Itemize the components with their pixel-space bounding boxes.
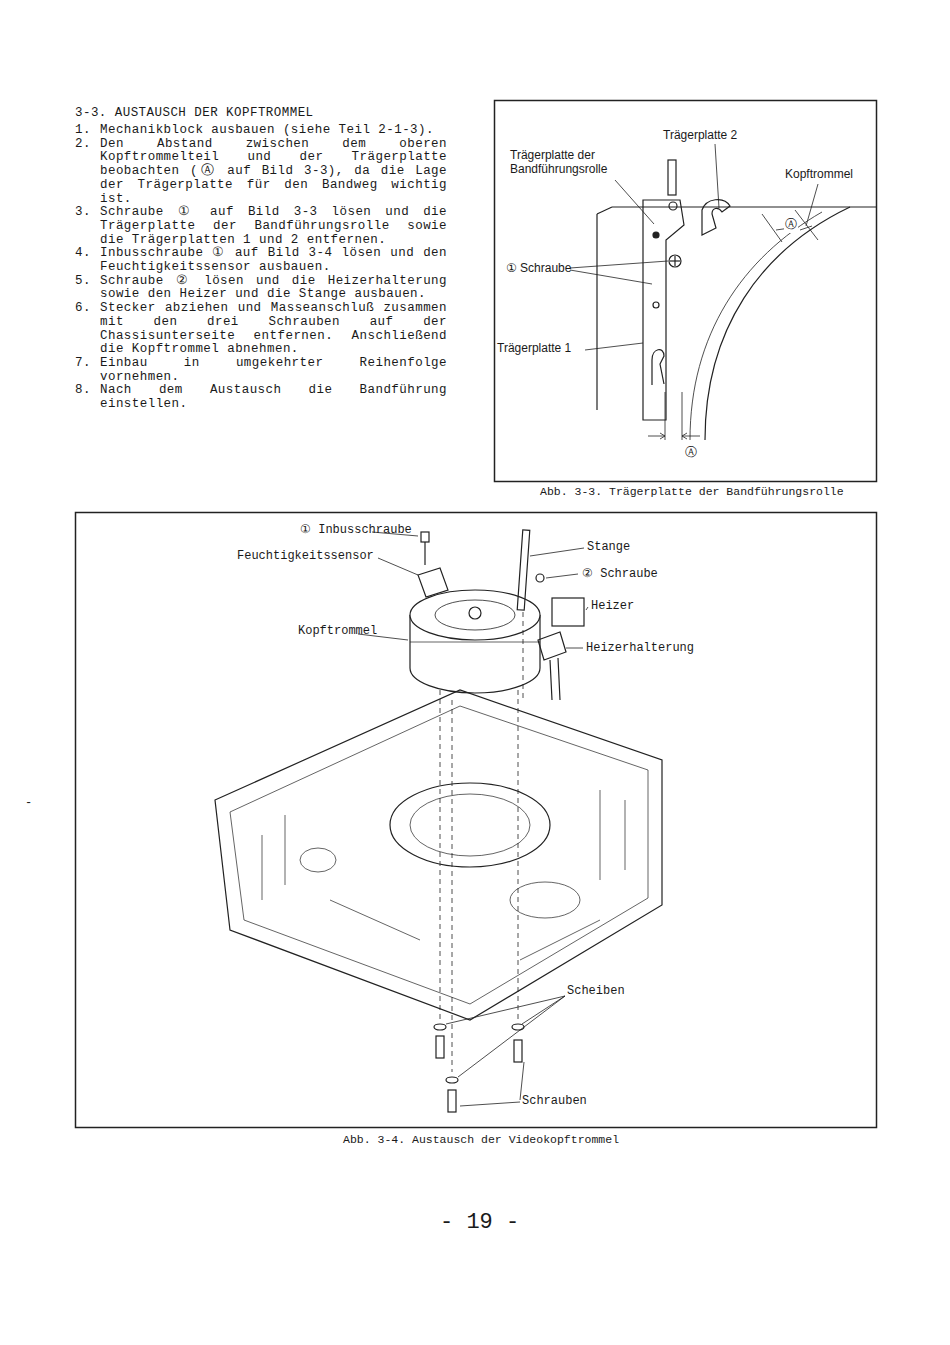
- drum-drawing: [410, 530, 584, 700]
- part-label: ① Inbusschraube: [300, 522, 412, 537]
- step-text: Mechanikblock ausbauen (siehe Teil 2-1-3…: [100, 124, 447, 138]
- part-label: Kopftrommel: [298, 624, 377, 638]
- dimension-label: Ⓐ: [684, 444, 698, 461]
- figure-frame: [495, 101, 877, 482]
- figure-caption: Abb. 3-4. Austausch der Videokopftrommel: [343, 1133, 619, 1146]
- step-text: Stecker abziehen und Masseanschluß zusam…: [100, 302, 447, 357]
- instruction-list: 1.Mechanikblock ausbauen (siehe Teil 2-1…: [75, 124, 447, 412]
- step-row: 8.Nach dem Austausch die Bandführung ein…: [75, 384, 447, 411]
- part-label: Trägerplatte 2: [663, 128, 737, 142]
- part-label: Stange: [587, 540, 630, 554]
- part-label: ① Schraube: [506, 261, 571, 275]
- step-text: Den Abstand zwischen dem oberen Kopftrom…: [100, 138, 447, 207]
- part-label: Schrauben: [522, 1094, 587, 1108]
- step-number: 7.: [75, 357, 100, 384]
- step-text: Einbau in umgekehrter Reihenfolge vorneh…: [100, 357, 447, 384]
- dashed-guides: [440, 612, 523, 1072]
- step-number: 2.: [75, 138, 100, 207]
- step-number: 8.: [75, 384, 100, 411]
- part-label: ② Schraube: [582, 566, 658, 581]
- step-number: 1.: [75, 124, 100, 138]
- part-label: Heizerhalterung: [586, 641, 694, 655]
- dimension-label: Ⓐ: [784, 216, 798, 233]
- step-row: 5.Schraube ② lösen und die Heizerhalteru…: [75, 275, 447, 302]
- figure-caption: Abb. 3-3. Trägerplatte der Bandführungsr…: [540, 485, 844, 498]
- margin-mark: -: [25, 796, 32, 810]
- part-label: Scheiben: [567, 984, 625, 998]
- part-label: Feuchtigkeitssensor: [237, 549, 374, 563]
- part-label: Trägerplatte 1: [497, 341, 571, 355]
- step-row: 1.Mechanikblock ausbauen (siehe Teil 2-1…: [75, 124, 447, 138]
- part-label: Heizer: [591, 599, 634, 613]
- step-number: 6.: [75, 302, 100, 357]
- part-label: Kopftrommel: [785, 167, 853, 181]
- step-row: 6.Stecker abziehen und Masseanschluß zus…: [75, 302, 447, 357]
- step-text: Nach dem Austausch die Bandführung einst…: [100, 384, 447, 411]
- leader-lines: [358, 532, 588, 1106]
- step-row: 7.Einbau in umgekehrter Reihenfolge vorn…: [75, 357, 447, 384]
- step-row: 2.Den Abstand zwischen dem oberen Kopftr…: [75, 138, 447, 207]
- step-number: 3.: [75, 206, 100, 247]
- step-text: Inbusschraube ① auf Bild 3-4 lösen und d…: [100, 247, 447, 274]
- step-text: Schraube ② lösen und die Heizerhalterung…: [100, 275, 447, 302]
- step-row: 4.Inbusschraube ① auf Bild 3-4 lösen und…: [75, 247, 447, 274]
- step-number: 5.: [75, 275, 100, 302]
- step-text: Schraube ① auf Bild 3-3 lösen und die Tr…: [100, 206, 447, 247]
- part-label: Trägerplatte der Bandführungsrolle: [510, 148, 622, 176]
- page-number: - 19 -: [440, 1210, 519, 1235]
- carrier-plate-drawing: [597, 160, 876, 440]
- chassis-drawing: [215, 690, 662, 1020]
- section-title: 3-3. AUSTAUSCH DER KOPFTROMMEL: [75, 106, 314, 120]
- step-number: 4.: [75, 247, 100, 274]
- figure-frame: [76, 513, 877, 1128]
- step-row: 3.Schraube ① auf Bild 3-3 lösen und die …: [75, 206, 447, 247]
